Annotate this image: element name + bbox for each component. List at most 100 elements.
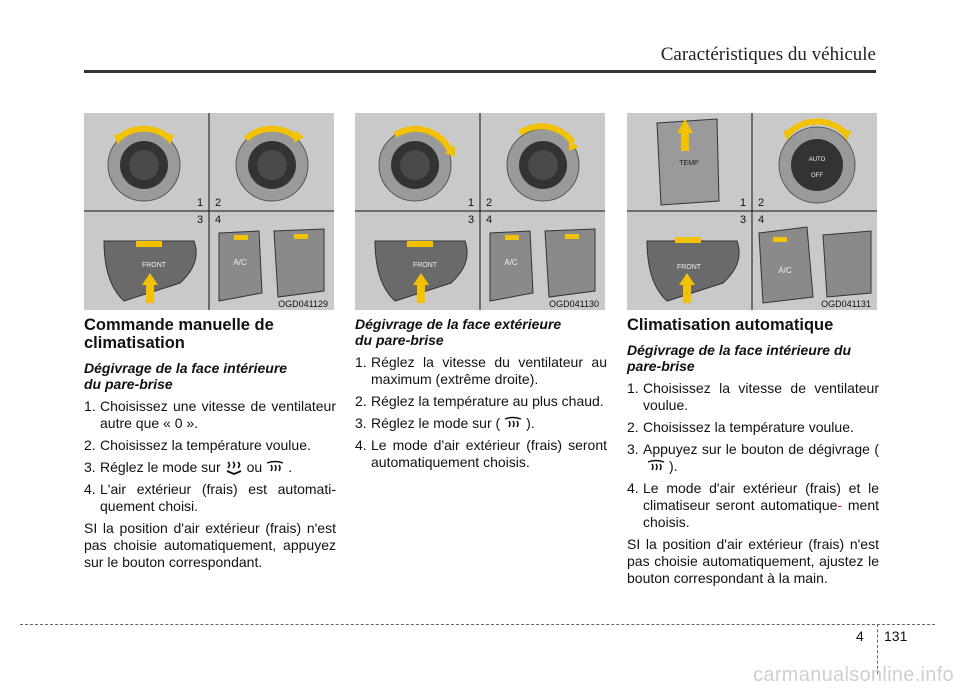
hyphen-mark: - [837,497,843,513]
subsection-title-line1: Dégivrage de la face extérieure [355,316,562,332]
floor-defrost-mode-icon [226,461,241,475]
item-text: Choisissez une vitesse de ventilateur au… [100,398,336,431]
figure-label-4: 4 [486,214,493,226]
section-title: Climatisation automatique [627,316,834,334]
figure-code: OGD041130 [549,299,599,309]
item-text: Le mode d'air extérieur (frais) seront a… [371,437,607,470]
column-manual-outside-defrost: Dégivrage de la face extérieure du pare-… [355,316,607,476]
section-title-line2: climatisation [84,334,185,352]
item-number: 3. [627,441,639,457]
item-text: Le mode d'air extérieur (frais) et le cl… [643,480,879,513]
item-number: 3. [355,415,367,431]
section-title-line1: Commande manuelle de [84,316,274,334]
list-item: 4.Le mode d'air extérieur (frais) seront… [355,437,607,471]
item-number: 2. [627,419,639,435]
subsection-title: Dégivrage de la face intérieure du pare-… [84,360,336,392]
subsection-title: Dégivrage de la face extérieure du pare-… [355,316,607,348]
ac-label: A/C [504,258,518,267]
ac-label: A/C [778,266,792,275]
item-number: 1. [84,398,96,414]
figure-label-2: 2 [215,197,222,209]
off-label: OFF [811,173,823,179]
subsection-title-line1: Dégivrage de la face intérieure du [627,342,852,358]
figure-label-1: 1 [740,197,747,209]
watermark: carmanualsonline.info [753,664,954,686]
item-text: Choisissez la vitesse de ventilateur vou… [643,380,879,413]
item-text: Appuyez sur le bouton de dégivrage ( [643,441,879,457]
item-number: 3. [84,459,96,475]
item-text: ou [246,459,263,475]
figure-illustration: TEMP AUTO OFF FRONT A/C [627,113,877,310]
list-item: 2.Réglez la température au plus chaud. [355,393,607,410]
list-item: 3.Appuyez sur le bouton de dégivrage (). [627,441,879,475]
figure-label-4: 4 [758,214,765,226]
auto-label: AUTO [809,157,826,163]
subsection-title-line2: du pare-brise [355,332,444,348]
item-text: Réglez le mode sur [100,459,221,475]
item-number: 4. [84,481,96,497]
footer-rule [20,624,935,625]
item-text: Réglez la vitesse du ventilateur au maxi… [371,354,607,387]
subsection-title-line2: du pare-brise [84,376,173,392]
item-text: ment choisis. [643,497,879,530]
item-text: Réglez le mode sur ( [371,415,501,431]
list-item: 4.L'air extérieur (frais) est automati-q… [84,481,336,515]
figure-label-3: 3 [468,214,475,226]
defrost-icon [504,416,522,428]
figure-label-1: 1 [468,197,475,209]
list-item: 1.Choisissez une vitesse de ventilateur … [84,398,336,432]
item-text: ). [669,458,678,474]
item-number: 4. [355,437,367,453]
header-rule [84,70,876,73]
list-item: 2.Choisissez la température voulue. [84,437,336,454]
figure-code: OGD041129 [278,299,328,309]
chapter-number: 4 [856,628,864,644]
section-title: Commande manuelle de climatisation [84,316,336,352]
list-item: 1.Choisissez la vitesse de ventilateur v… [627,380,879,414]
figure-manual-inside-defrost: FRONT A/C 1 2 3 4 OGD041129 [84,113,334,310]
item-number: 1. [627,380,639,396]
front-label: FRONT [413,262,438,269]
list-item: 4.Le mode d'air extérieur (frais) et le … [627,480,879,531]
subsection-title-line2: pare-brise [627,358,695,374]
figure-illustration: FRONT A/C [355,113,605,310]
list-item: 1.Réglez la vitesse du ventilateur au ma… [355,354,607,388]
figure-label-3: 3 [197,214,204,226]
subsection-title-line1: Dégivrage de la face intérieure [84,360,288,376]
figure-illustration: FRONT A/C [84,113,334,310]
figure-label-3: 3 [740,214,747,226]
figure-code: OGD041131 [821,299,871,309]
item-number: 4. [627,480,639,496]
list-item: 2.Choisissez la température voulue. [627,419,879,436]
note-paragraph: SI la position d'air extérieur (frais) n… [84,520,336,570]
item-number: 2. [355,393,367,409]
running-header: Caractéristiques du véhicule [660,44,876,65]
figure-label-4: 4 [215,214,222,226]
front-label: FRONT [677,264,702,271]
figure-label-2: 2 [758,197,765,209]
page-number: 131 [884,628,908,644]
list-item: 3.Réglez le mode sur (). [355,415,607,432]
item-text: Réglez la température au plus chaud. [371,393,604,409]
front-label: FRONT [142,262,167,269]
figure-label-2: 2 [486,197,493,209]
item-text: ). [526,415,535,431]
item-number: 2. [84,437,96,453]
figure-auto-climate-defrost: TEMP AUTO OFF FRONT A/C 1 2 3 4 OGD04113… [627,113,877,310]
subsection-title: Dégivrage de la face intérieure du pare-… [627,342,879,374]
column-auto-climate: Climatisation automatique Dégivrage de l… [627,316,879,587]
figure-label-1: 1 [197,197,204,209]
temp-label: TEMP [679,160,699,167]
item-number: 1. [355,354,367,370]
column-manual-inside-defrost: Commande manuelle de climatisation Dégiv… [84,316,336,571]
item-text: Choisissez la température voulue. [643,419,854,435]
item-text: L'air extérieur (frais) est automati-que… [100,481,336,514]
figure-manual-outside-defrost: FRONT A/C 1 2 3 4 OGD041130 [355,113,605,310]
ac-label: A/C [233,258,247,267]
defrost-icon [647,459,665,471]
note-paragraph: SI la position d'air extérieur (frais) n… [627,536,879,586]
footer-divider [877,624,878,674]
defrost-icon [266,460,284,472]
item-text: Choisissez la température voulue. [100,437,311,453]
